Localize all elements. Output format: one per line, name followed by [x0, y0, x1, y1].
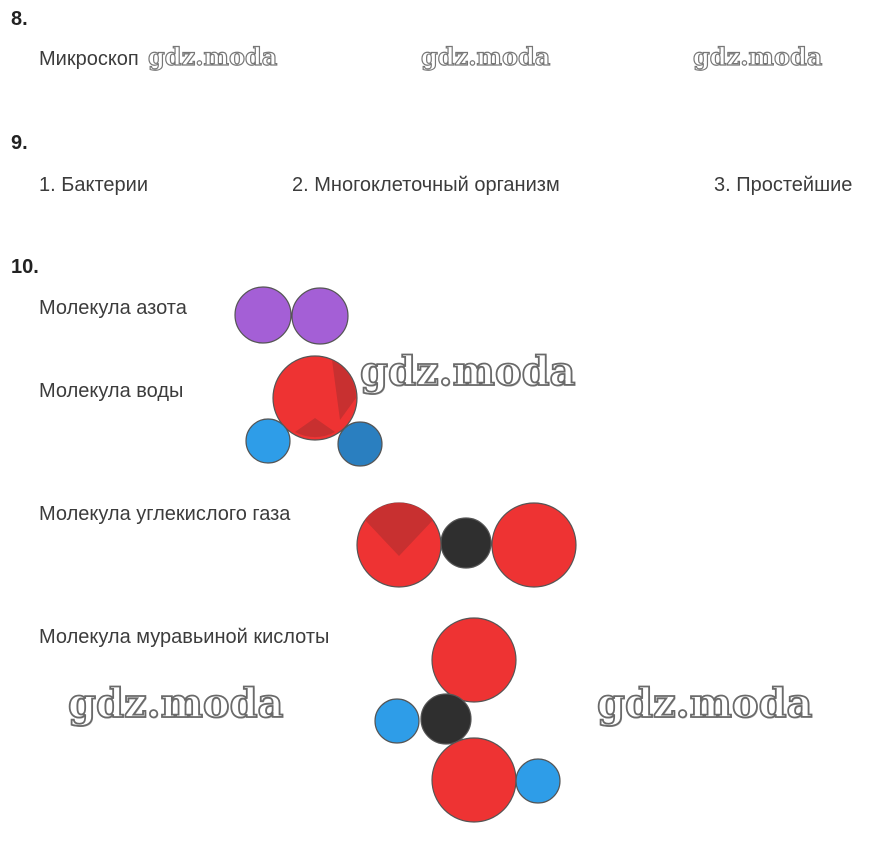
question-9-number: 9.: [11, 132, 28, 154]
question-8-answer: Микроскоп: [39, 48, 139, 70]
question-9-item-1: 1. Бактерии: [39, 174, 148, 196]
hydrogen-atom: [337, 421, 383, 467]
watermark: gdz.moda: [67, 679, 284, 728]
oxygen-atom: [431, 737, 517, 823]
watermark: gdz.moda: [147, 41, 278, 71]
oxygen-shade: [295, 418, 335, 438]
co2-molecule: [356, 502, 577, 588]
question-9-item-3: 3. Простейшие: [714, 174, 853, 196]
formic-acid-molecule: [374, 617, 561, 823]
nitrogen-atom: [291, 287, 349, 345]
carbon-atom: [420, 693, 472, 745]
hydrogen-atom: [374, 698, 420, 744]
hydrogen-atom: [245, 418, 291, 464]
question-9-item-2: 2. Многоклеточный организм: [292, 174, 560, 196]
molecule-label-nitrogen: Молекула азота: [39, 297, 187, 319]
watermark: gdz.moda: [420, 41, 551, 71]
watermark: gdz.moda: [692, 41, 823, 71]
oxygen-atom: [491, 502, 577, 588]
oxygen-shade: [365, 502, 433, 556]
molecule-label-formic-acid: Молекула муравьиной кислоты: [39, 626, 330, 648]
question-8-number: 8.: [11, 8, 28, 30]
watermark: gdz.moda: [596, 679, 813, 728]
hydrogen-atom: [515, 758, 561, 804]
oxygen-atom: [431, 617, 517, 703]
molecule-label-water: Молекула воды: [39, 380, 184, 402]
nitrogen-atom: [234, 286, 292, 344]
molecule-label-co2: Молекула углекислого газа: [39, 503, 291, 525]
watermark: gdz.moda: [359, 347, 576, 396]
oxygen-shade: [332, 360, 357, 420]
question-10-number: 10.: [11, 256, 39, 278]
water-molecule: [245, 355, 383, 467]
nitrogen-molecule: [234, 286, 349, 345]
carbon-atom: [440, 517, 492, 569]
